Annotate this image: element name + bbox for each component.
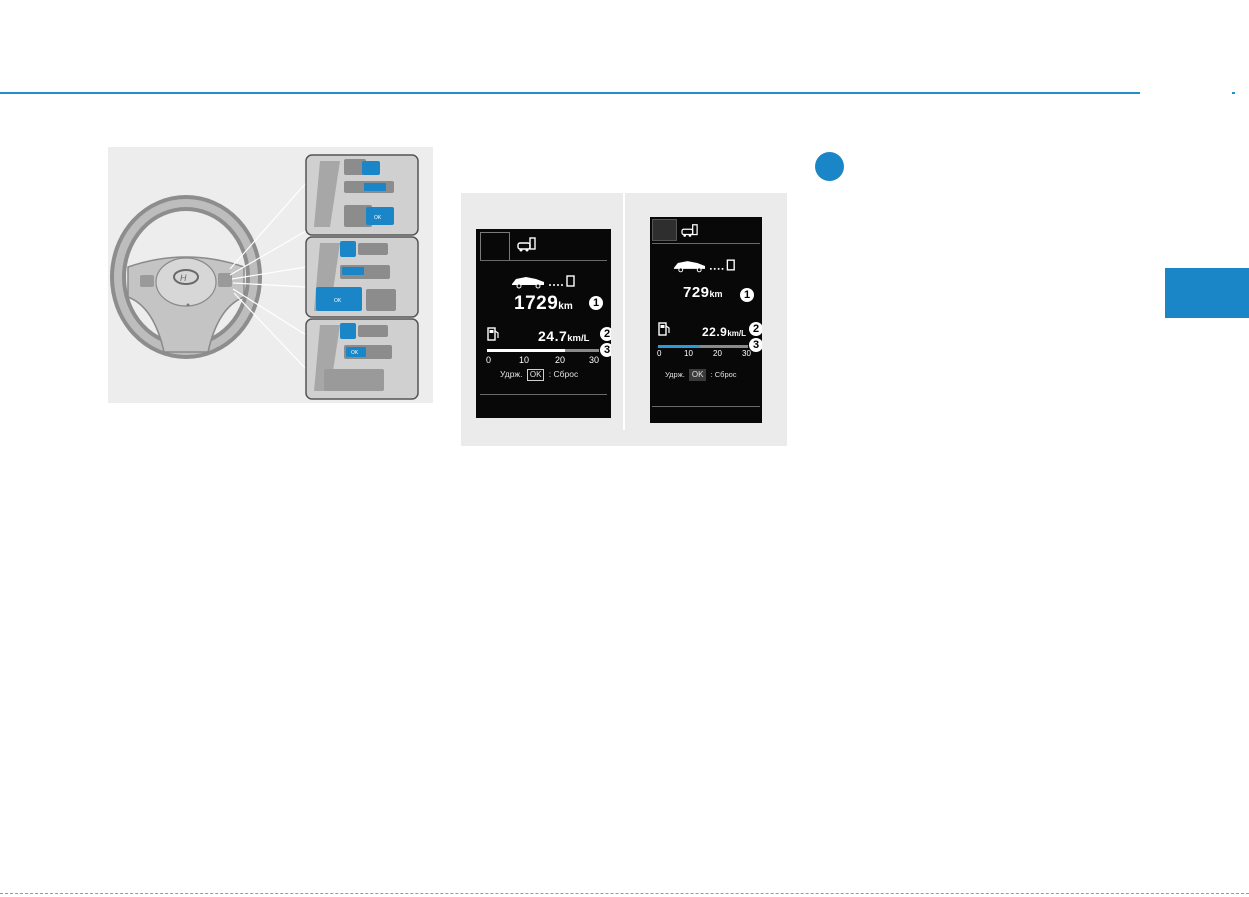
range-unit: km (710, 289, 723, 299)
scale-tick: 20 (713, 349, 722, 358)
scale-tick: 30 (589, 355, 599, 365)
average-fuel-economy: 24.7km/L (538, 328, 589, 346)
fuel-economy-mode-icon (517, 236, 537, 254)
callout-bar: 3 (600, 343, 611, 357)
panel-divider (623, 193, 625, 430)
svg-text:OK: OK (351, 350, 359, 356)
callout-range: 1 (740, 288, 754, 302)
scale-tick: 30 (742, 349, 751, 358)
economy-unit: km/L (727, 329, 746, 338)
scale-tick: 10 (519, 355, 529, 365)
scale-tick: 0 (657, 349, 661, 358)
economy-value: 24.7 (538, 328, 567, 344)
header-rule-tick (1232, 92, 1235, 94)
fuel-economy-bar (658, 345, 748, 348)
inset-switch-middle: OK (306, 237, 418, 317)
mode-selector-box (652, 219, 677, 241)
reset-hint-prefix: Удрж. (665, 370, 685, 379)
callout-range: 1 (589, 296, 603, 310)
car-to-fuel-range-icon (672, 257, 740, 273)
callout-economy: 2 (600, 327, 611, 341)
reset-hint: Удрж. OK : Сброс (665, 369, 737, 381)
reset-hint-prefix: Удрж. (500, 369, 522, 379)
section-marker-dot (815, 152, 844, 181)
svg-text:OK: OK (334, 298, 342, 304)
steering-wheel-illustration: H OK (108, 147, 433, 403)
average-fuel-economy: 22.9km/L (702, 323, 746, 341)
economy-unit: km/L (567, 333, 589, 344)
cluster-display-figure: 1729km 1 24.7km/L 2 3 0 10 20 30 Удрж. O… (461, 193, 787, 446)
cluster-screen-b: 729km 1 22.9km/L 2 3 0 10 20 30 Удрж. OK… (650, 217, 762, 423)
fuel-pump-icon (658, 322, 670, 336)
range-value: 1729 (514, 293, 558, 314)
inset-switch-top: OK (306, 155, 418, 235)
fuel-economy-bar-fill (487, 349, 565, 352)
range-unit: km (558, 301, 572, 312)
svg-text:OK: OK (374, 215, 382, 221)
scale-tick: 10 (684, 349, 693, 358)
distance-to-empty: 729km (683, 284, 723, 302)
callout-economy: 2 (749, 322, 762, 336)
svg-text:H: H (180, 273, 187, 283)
inset-switch-bottom: OK (306, 319, 418, 399)
chapter-tab (1165, 268, 1249, 318)
fuel-economy-bar-fill (658, 345, 700, 348)
scale-tick: 20 (555, 355, 565, 365)
header-rule (0, 92, 1140, 94)
fuel-economy-mode-icon (681, 223, 699, 239)
reset-hint-suffix: : Сброс (549, 369, 578, 379)
scale-tick: 0 (486, 355, 491, 365)
distance-to-empty: 1729km (514, 293, 573, 315)
trip-info-button-icon (362, 161, 380, 175)
range-value: 729 (683, 284, 710, 301)
fuel-pump-icon (487, 327, 499, 341)
car-to-fuel-range-icon (510, 273, 580, 289)
ok-key-label: OK (689, 369, 707, 381)
economy-value: 22.9 (702, 325, 727, 339)
steering-wheel-figure: H OK (108, 147, 433, 403)
reset-hint: Удрж. OK : Сброс (500, 369, 578, 381)
ok-key-label: OK (527, 369, 545, 381)
footer-rule (0, 893, 1249, 894)
cluster-screen-a: 1729km 1 24.7km/L 2 3 0 10 20 30 Удрж. O… (476, 229, 611, 418)
fuel-economy-bar (487, 349, 599, 352)
mode-selector-box (480, 232, 510, 261)
reset-hint-suffix: : Сброс (711, 370, 737, 379)
